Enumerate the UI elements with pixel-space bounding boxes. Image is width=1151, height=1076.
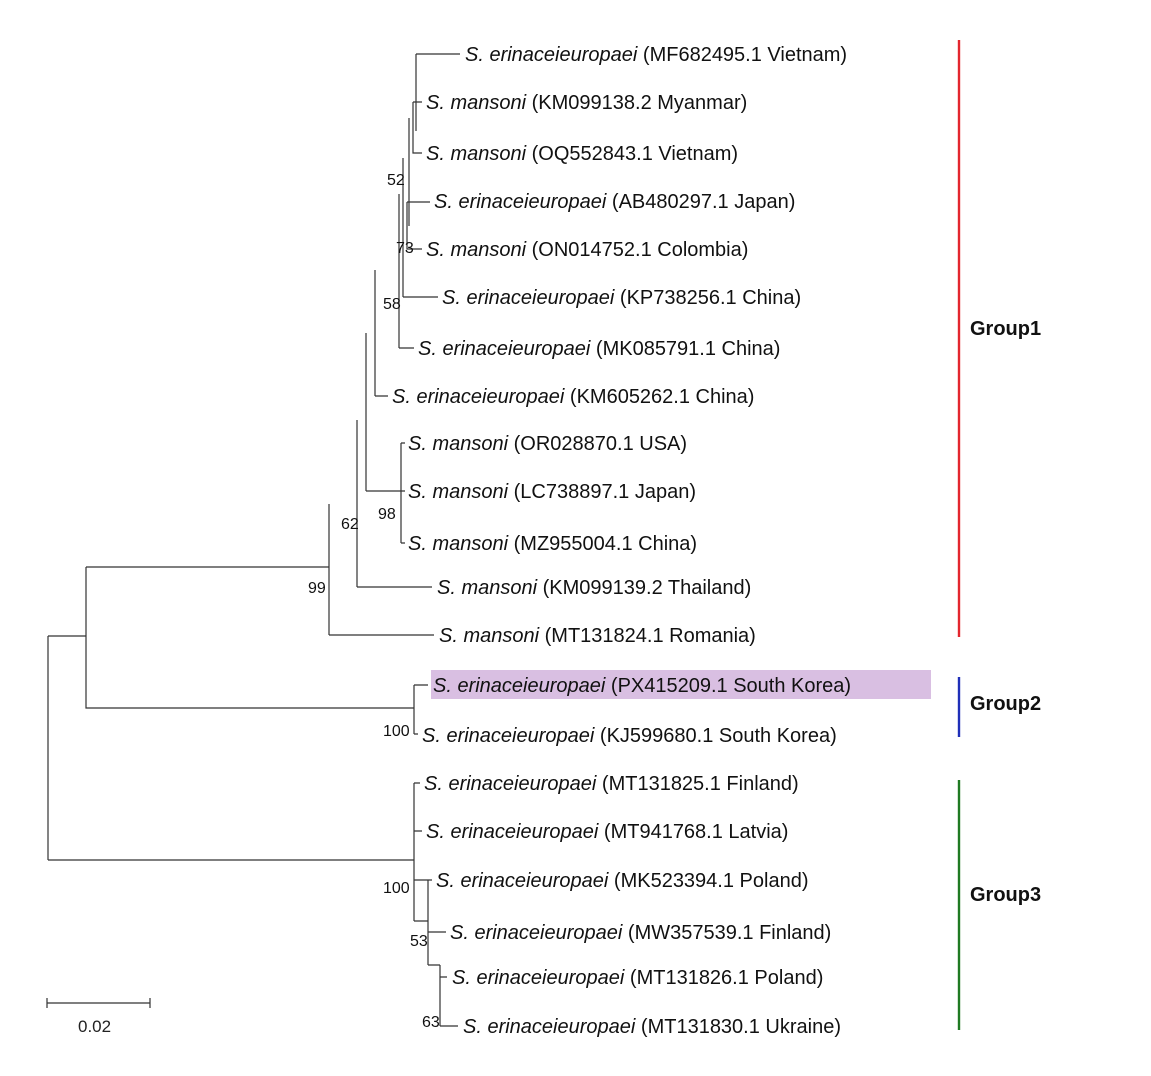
bootstrap-value: 98 (378, 506, 396, 523)
group2-label: Group2 (970, 693, 1041, 715)
leaf-label: S. mansoni (KM099139.2 Thailand) (437, 577, 751, 599)
bootstrap-value: 63 (422, 1014, 440, 1031)
leaf-label: S. erinaceieuropaei (AB480297.1 Japan) (434, 191, 795, 213)
leaf-label: S. mansoni (MZ955004.1 China) (408, 533, 697, 555)
leaf-label: S. erinaceieuropaei (MT941768.1 Latvia) (426, 821, 788, 843)
tree-branches (47, 53, 460, 1027)
leaf-label: S. mansoni (KM099138.2 Myanmar) (426, 92, 747, 114)
bootstrap-value: 73 (396, 240, 414, 257)
leaf-label: S. mansoni (OR028870.1 USA) (408, 433, 687, 455)
bootstrap-value: 100 (383, 723, 410, 740)
bootstrap-values: 52 73 58 98 62 99 100 100 53 63 (308, 172, 440, 1031)
leaf-label: S. erinaceieuropaei (KP738256.1 China) (442, 287, 801, 309)
bootstrap-value: 58 (383, 296, 401, 313)
leaf-labels: S. erinaceieuropaei (MF682495.1 Vietnam)… (392, 44, 851, 1038)
group3-label: Group3 (970, 884, 1041, 906)
bootstrap-value: 62 (341, 516, 359, 533)
group-annotations: Group1 Group2 Group3 (957, 40, 1041, 1030)
scale-bar-label: 0.02 (78, 1017, 111, 1036)
leaf-label: S. erinaceieuropaei (MT131826.1 Poland) (452, 967, 823, 989)
leaf-label: S. mansoni (MT131824.1 Romania) (439, 625, 756, 647)
bootstrap-value: 100 (383, 880, 410, 897)
leaf-label: S. mansoni (LC738897.1 Japan) (408, 481, 696, 503)
leaf-label: S. erinaceieuropaei (MF682495.1 Vietnam) (465, 44, 847, 66)
leaf-label: S. erinaceieuropaei (MK523394.1 Poland) (436, 870, 808, 892)
leaf-label: S. erinaceieuropaei (MK085791.1 China) (418, 338, 780, 360)
leaf-label-highlighted: S. erinaceieuropaei (PX415209.1 South Ko… (433, 675, 851, 697)
leaf-label: S. erinaceieuropaei (KJ599680.1 South Ko… (422, 725, 837, 747)
leaf-label: S. erinaceieuropaei (MW357539.1 Finland) (450, 922, 831, 944)
leaf-label: S. erinaceieuropaei (MT131825.1 Finland) (424, 773, 799, 795)
bootstrap-value: 52 (387, 172, 405, 189)
bootstrap-value: 99 (308, 580, 326, 597)
leaf-label: S. mansoni (OQ552843.1 Vietnam) (426, 143, 738, 165)
bootstrap-value: 53 (410, 933, 428, 950)
leaf-label: S. mansoni (ON014752.1 Colombia) (426, 239, 748, 261)
highlighted-sequence-box (431, 670, 931, 699)
group1-label: Group1 (970, 318, 1041, 340)
scale-bar: 0.02 (46, 998, 151, 1036)
leaf-label: S. erinaceieuropaei (KM605262.1 China) (392, 386, 754, 408)
leaf-label: S. erinaceieuropaei (MT131830.1 Ukraine) (463, 1016, 841, 1038)
